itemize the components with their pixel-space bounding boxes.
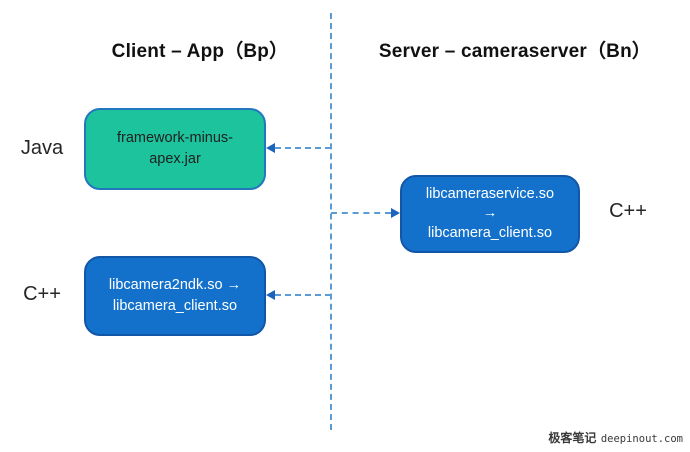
service-node-label: libcameraservice.so → libcamera_client.s… <box>425 185 555 241</box>
java-language-label: Java <box>20 137 64 159</box>
watermark-site-text: deepinout.com <box>600 433 683 445</box>
libcamera2ndk-node: libcamera2ndk.so → libcamera_client.so <box>84 256 266 336</box>
arrow-to-ndk-line <box>275 294 331 296</box>
arrow-to-ndk-head-icon <box>266 290 275 300</box>
framework-node-label: framework-minus- apex.jar <box>116 129 233 167</box>
cpp-server-language-label: C++ <box>609 200 647 222</box>
framework-minus-apex-node: framework-minus- apex.jar <box>84 108 266 190</box>
arrow-to-framework-head-icon <box>266 143 275 153</box>
server-column-title: Server – cameraserver（Bn） <box>378 41 652 62</box>
watermark: 极客笔记 deepinout.com <box>548 429 683 447</box>
client-column-title: Client – App（Bp） <box>111 41 289 62</box>
cpp-client-language-label: C++ <box>23 283 61 305</box>
arrow-down-glyph: → <box>482 205 498 222</box>
ipc-boundary-divider <box>330 13 332 430</box>
arrow-to-framework-line <box>275 147 331 149</box>
arrow-to-service-line <box>331 212 391 214</box>
watermark-chinese-text: 极客笔记 <box>548 431 597 445</box>
ndk-node-label: libcamera2ndk.so → libcamera_client.so <box>108 276 242 314</box>
arrow-to-service-head-icon <box>391 208 400 218</box>
libcameraservice-node: libcameraservice.so → libcamera_client.s… <box>400 175 580 253</box>
